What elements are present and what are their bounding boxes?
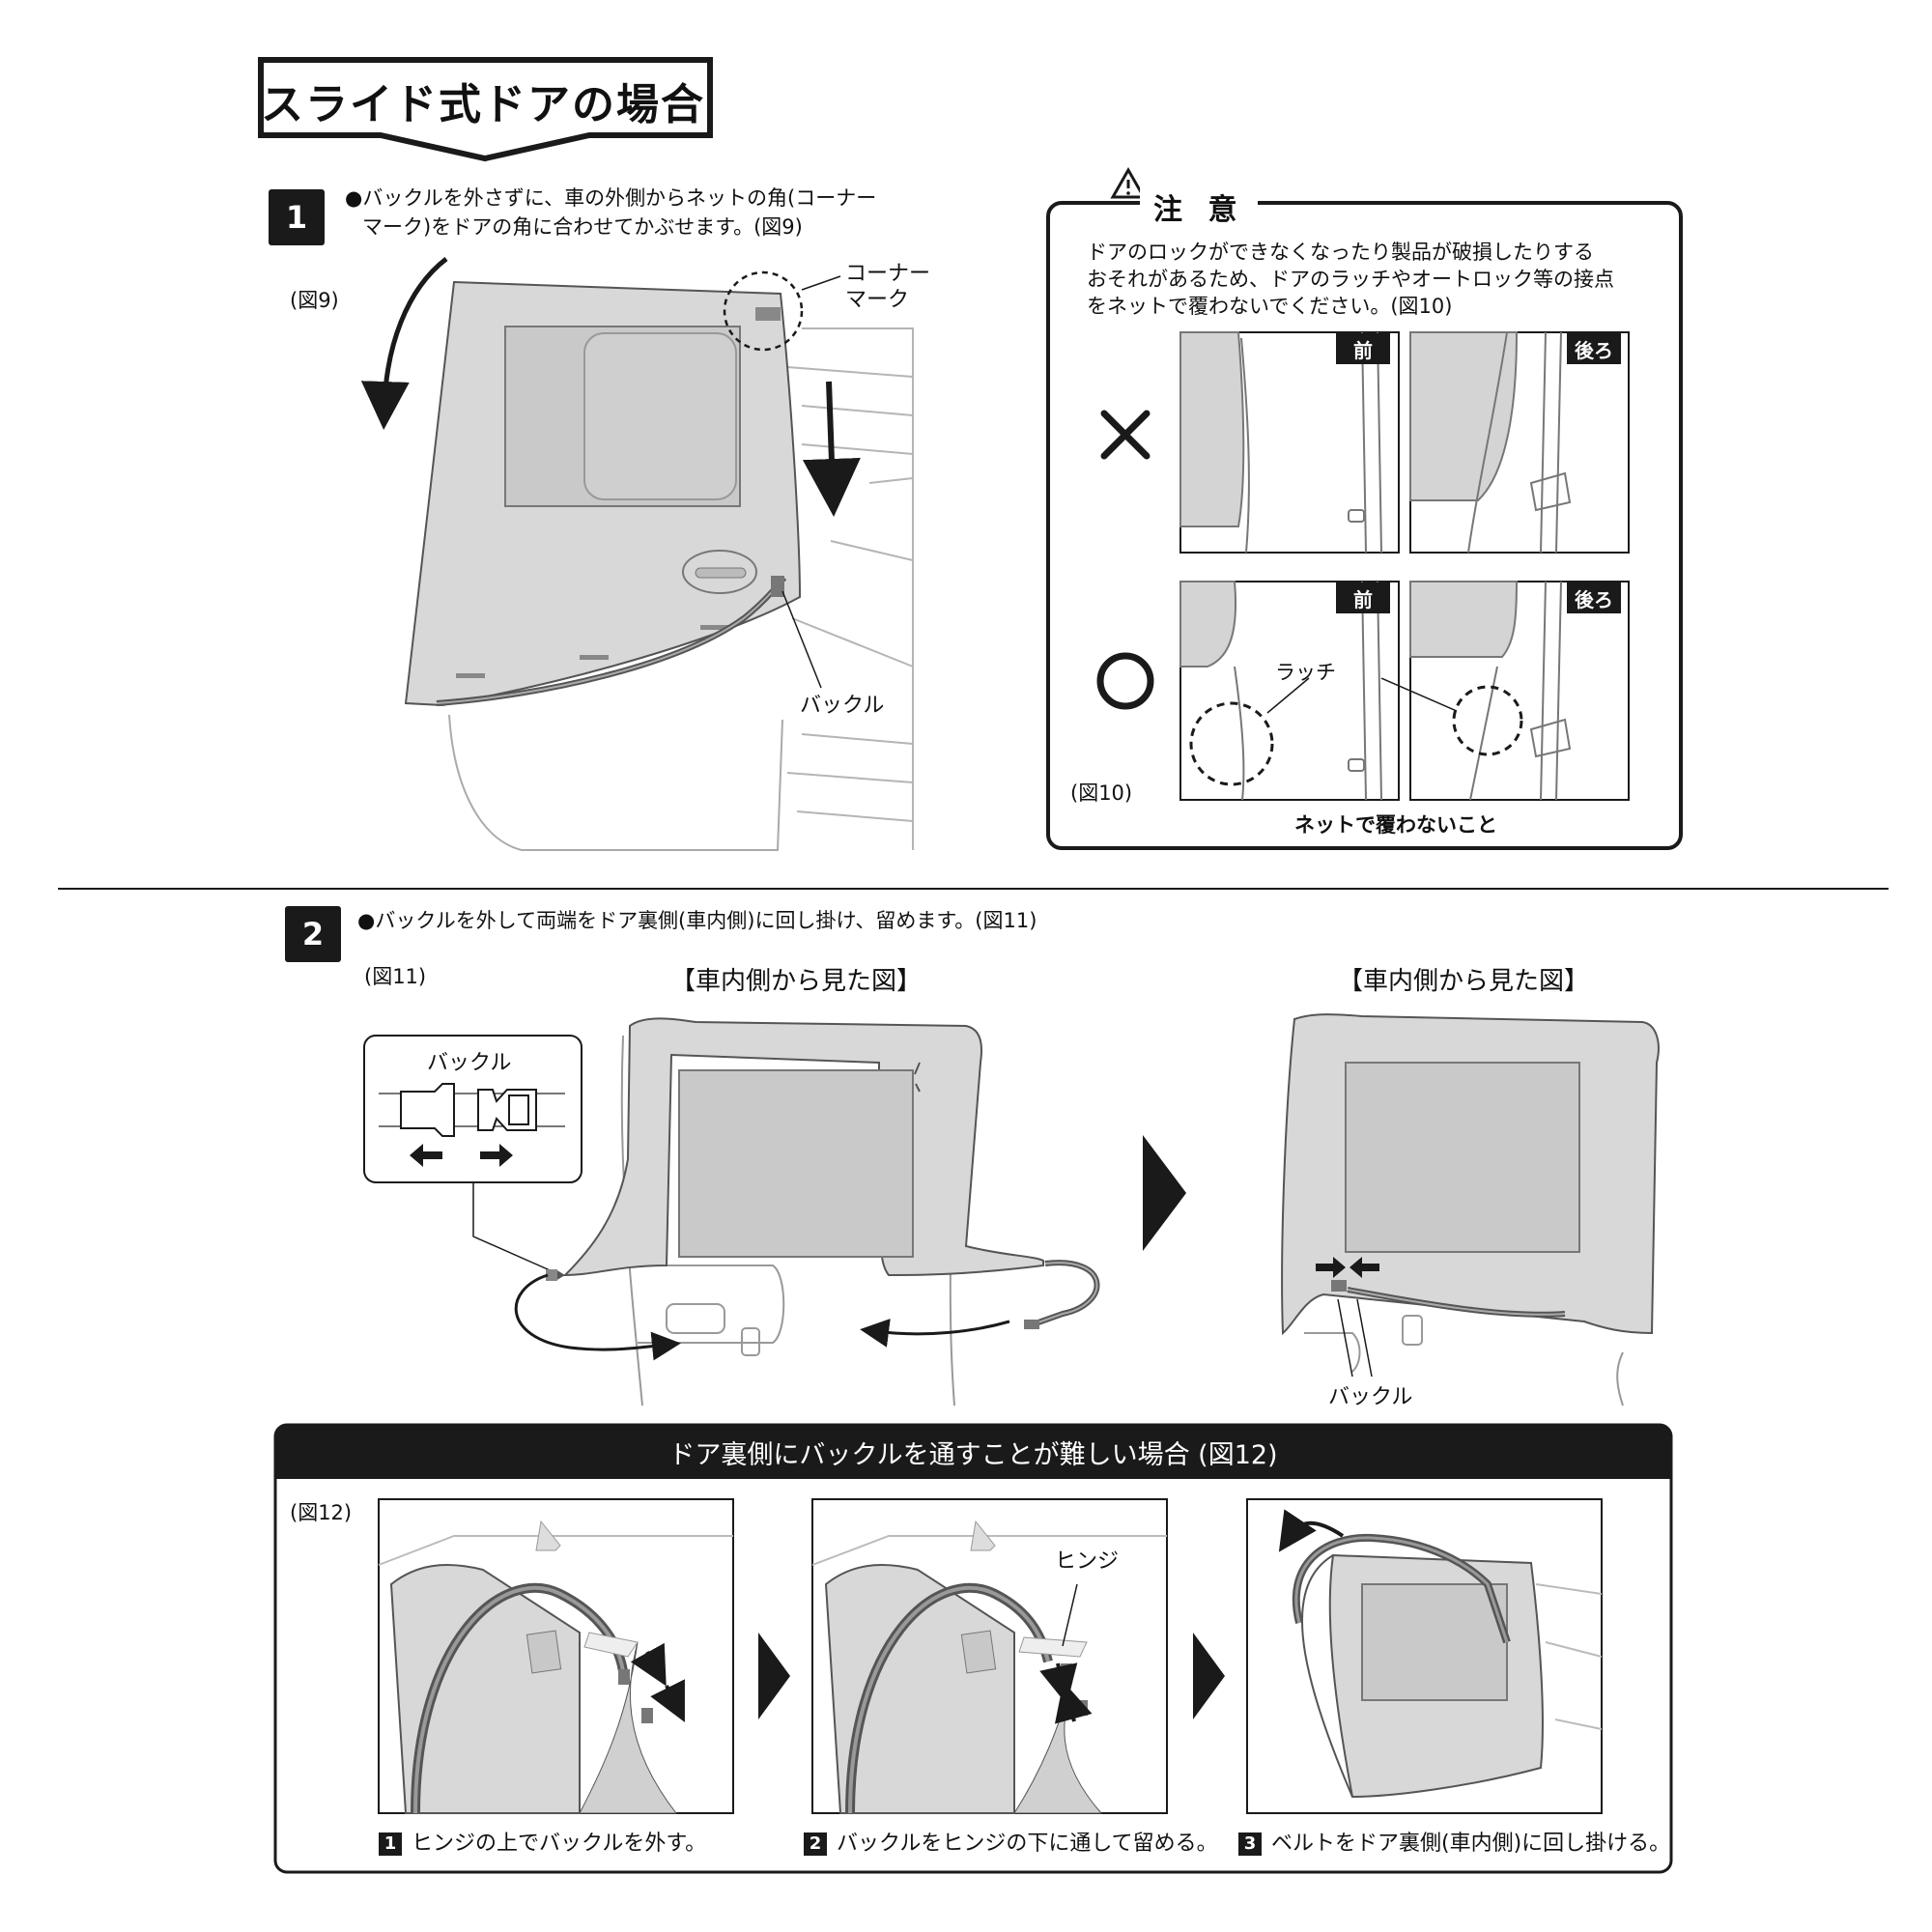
warning-icon <box>1110 166 1147 199</box>
step1-number: 1 <box>269 189 325 245</box>
buckle-inset-icon <box>379 1083 565 1137</box>
caution-footer: ネットで覆わないこと <box>1294 813 1497 837</box>
ok-mark-icon <box>1096 652 1154 710</box>
arrow-right-icon <box>480 1144 513 1167</box>
view-heading-right: 【車内側から見た図】 <box>1338 967 1590 996</box>
fig11-buckle-label: バックル <box>1328 1385 1413 1409</box>
corner-mark-label-1: コーナー <box>845 262 931 286</box>
caption-1-number: 1 <box>379 1833 402 1856</box>
next-arrow-icon-2 <box>1193 1633 1225 1719</box>
front-tag-ng: 前 <box>1336 333 1390 364</box>
latch-circle-rear <box>1452 685 1523 756</box>
difficult-band <box>275 1425 1671 1479</box>
title-banner <box>258 57 713 162</box>
fig9-buckle-label: バックル <box>800 694 885 718</box>
latch-circle-front <box>1189 701 1274 786</box>
next-arrow-icon <box>1143 1135 1186 1251</box>
fig11-door-right <box>1281 1013 1660 1406</box>
fig9-left-arrow <box>360 257 448 430</box>
caption-2-text: バックルをヒンジの下に通して留める。 <box>837 1832 1218 1856</box>
fig10-label: (図10) <box>1070 781 1133 805</box>
fig9-label: (図9) <box>290 289 339 312</box>
rear-tag-ng: 後ろ <box>1567 333 1621 364</box>
fig11-arrow-right <box>860 1319 1010 1348</box>
fig12-panel2 <box>811 1520 1167 1814</box>
hinge-label: ヒンジ <box>1055 1549 1120 1574</box>
step1-text-line2: マーク)をドアの角に合わせてかぶせます。(図9) <box>362 215 803 239</box>
caution-box <box>1046 201 1683 850</box>
fig12-caption-2: 2 バックルをヒンジの下に通して留める。 <box>804 1826 1218 1857</box>
step2-text: ●バックルを外して両端をドア裏側(車内側)に回し掛け、留めます。(図11) <box>357 909 1037 932</box>
fig12-label: (図12) <box>290 1501 353 1524</box>
fig12-caption-3: 3 ベルトをドア裏側(車内側)に回し掛ける。 <box>1238 1826 1670 1857</box>
caution-line3: をネットで覆わないでください。(図10) <box>1087 295 1453 318</box>
fig11-arrow-left <box>514 1273 681 1361</box>
fig11-door-left <box>546 1017 1100 1406</box>
fig9-net <box>404 280 802 707</box>
buckle-inset-label: バックル <box>427 1051 512 1075</box>
caption-3-number: 3 <box>1238 1833 1262 1856</box>
caution-line2: おそれがあるため、ドアのラッチやオートロック等の接点 <box>1087 268 1614 291</box>
caption-2-number: 2 <box>804 1833 827 1856</box>
ng-mark-icon <box>1100 410 1151 460</box>
caption-3-text: ベルトをドア裏側(車内側)に回し掛ける。 <box>1271 1832 1671 1856</box>
corner-mark-label-2: マーク <box>845 288 910 312</box>
difficult-title: ドア裏側にバックルを通すことが難しい場合 (図12) <box>668 1439 1278 1470</box>
fig11-label: (図11) <box>364 965 427 988</box>
arrow-left-icon <box>410 1144 442 1167</box>
view-heading-left: 【車内側から見た図】 <box>670 967 923 996</box>
step1-text-line1: ●バックルを外さずに、車の外側からネットの角(コーナー <box>345 186 877 210</box>
latch-label: ラッチ <box>1275 661 1336 684</box>
fig10-panels <box>1179 331 1630 801</box>
caution-line1: ドアのロックができなくなったり製品が破損したりする <box>1087 241 1594 264</box>
page-title: スライド式ドアの場合 <box>261 80 705 129</box>
fig9-down-arrow <box>802 381 861 517</box>
fig12-panel3 <box>1278 1509 1603 1799</box>
fig12-panel1 <box>378 1520 733 1814</box>
fig9-car-door <box>448 327 914 851</box>
next-arrow-icon-1 <box>758 1633 790 1719</box>
corner-mark-circle <box>723 270 804 352</box>
step2-number: 2 <box>285 906 341 962</box>
fig12-caption-1: 1 ヒンジの上でバックルを外す。 <box>379 1826 706 1857</box>
caption-1-text: ヒンジの上でバックルを外す。 <box>412 1832 707 1856</box>
front-tag-ok: 前 <box>1336 582 1390 613</box>
caution-title: 注 意 <box>1140 185 1259 228</box>
rear-tag-ok: 後ろ <box>1567 582 1621 613</box>
